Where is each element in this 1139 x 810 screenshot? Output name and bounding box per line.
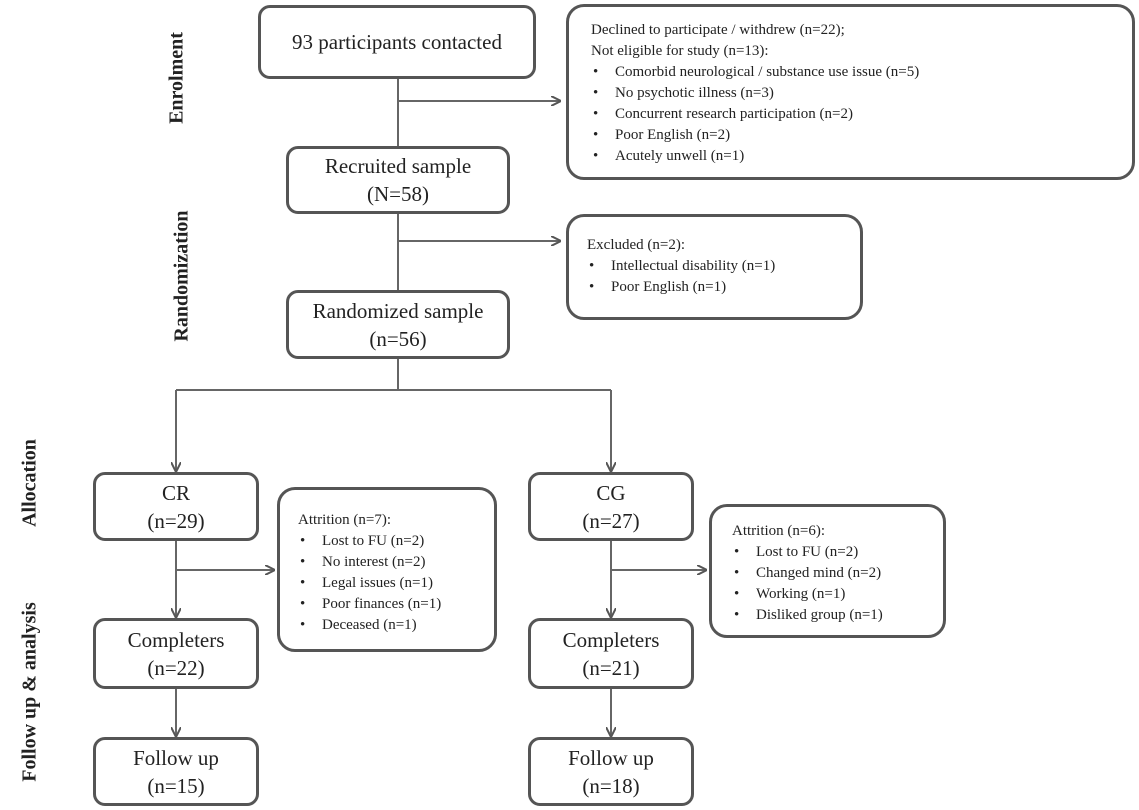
box-cr: CR (n=29) (93, 472, 259, 541)
box-cr-label: CR (161, 480, 190, 505)
box-randomized: Randomized sample (n=56) (286, 290, 510, 359)
enrolment-exclusion-line: Declined to participate / withdrew (n=22… (591, 22, 845, 38)
box-cr-count: (n=29) (147, 508, 205, 533)
list-item: Deceased (n=1) (298, 615, 486, 636)
list-item: Changed mind (n=2) (732, 563, 935, 584)
list-item: No psychotic illness (n=3) (591, 83, 1122, 104)
list-item: Poor finances (n=1) (298, 594, 486, 615)
list-item: Lost to FU (n=2) (298, 531, 486, 552)
stage-label-allocation: Allocation (18, 439, 41, 527)
box-recruited: Recruited sample (N=58) (286, 146, 510, 214)
stage-label-followup: Follow up & analysis (18, 602, 41, 782)
box-contacted-text: 93 participants contacted (292, 30, 502, 54)
box-cg-followup-count: (n=18) (582, 773, 640, 798)
list-item: Intellectual disability (n=1) (587, 256, 850, 277)
box-contacted: 93 participants contacted (258, 5, 536, 79)
box-cg-followup-label: Follow up (568, 745, 654, 770)
box-cr-completers-label: Completers (127, 627, 225, 652)
enrolment-exclusion-line: Not eligible for study (n=13): (591, 43, 769, 59)
enrolment-exclusion-list: Comorbid neurological / substance use is… (591, 62, 1122, 167)
box-cg-attrition: Attrition (n=6): Lost to FU (n=2) Change… (709, 504, 946, 638)
box-recruited-label: Recruited sample (324, 154, 472, 178)
stage-label-randomization: Randomization (170, 210, 193, 342)
list-item: Poor English (n=2) (591, 125, 1122, 146)
list-item: Disliked group (n=1) (732, 605, 935, 626)
box-recruited-count: (N=58) (367, 182, 429, 206)
list-item: Poor English (n=1) (587, 277, 850, 298)
list-item: No interest (n=2) (298, 552, 486, 573)
cr-attrition-list: Lost to FU (n=2) No interest (n=2) Legal… (298, 531, 486, 636)
list-item: Legal issues (n=1) (298, 573, 486, 594)
box-cr-completers: Completers (n=22) (93, 618, 259, 689)
list-item: Comorbid neurological / substance use is… (591, 62, 1122, 83)
cg-attrition-list: Lost to FU (n=2) Changed mind (n=2) Work… (732, 542, 935, 626)
box-cr-followup: Follow up (n=15) (93, 737, 259, 806)
box-cg-followup: Follow up (n=18) (528, 737, 694, 806)
box-cg-label: CG (596, 480, 626, 505)
list-item: Lost to FU (n=2) (732, 542, 935, 563)
cr-attrition-heading: Attrition (n=7): (298, 512, 392, 528)
randomization-exclusion-heading: Excluded (n=2): (587, 237, 686, 253)
box-cg-count: (n=27) (582, 508, 640, 533)
box-cg-completers-count: (n=21) (582, 655, 640, 680)
randomization-exclusion-list: Intellectual disability (n=1) Poor Engli… (587, 256, 850, 298)
box-cr-completers-count: (n=22) (147, 655, 205, 680)
stage-label-enrolment: Enrolment (165, 32, 188, 124)
box-randomization-exclusions: Excluded (n=2): Intellectual disability … (566, 214, 863, 320)
box-cr-attrition: Attrition (n=7): Lost to FU (n=2) No int… (277, 487, 497, 652)
list-item: Working (n=1) (732, 584, 935, 605)
box-cr-followup-count: (n=15) (147, 773, 205, 798)
cg-attrition-heading: Attrition (n=6): (732, 523, 826, 539)
list-item: Concurrent research participation (n=2) (591, 104, 1122, 125)
list-item: Acutely unwell (n=1) (591, 146, 1122, 167)
box-cg-completers-label: Completers (562, 627, 660, 652)
box-cg: CG (n=27) (528, 472, 694, 541)
box-enrolment-exclusions: Declined to participate / withdrew (n=22… (566, 4, 1135, 180)
box-randomized-count: (n=56) (369, 326, 427, 351)
box-randomized-label: Randomized sample (312, 298, 484, 323)
box-cr-followup-label: Follow up (133, 745, 219, 770)
box-cg-completers: Completers (n=21) (528, 618, 694, 689)
